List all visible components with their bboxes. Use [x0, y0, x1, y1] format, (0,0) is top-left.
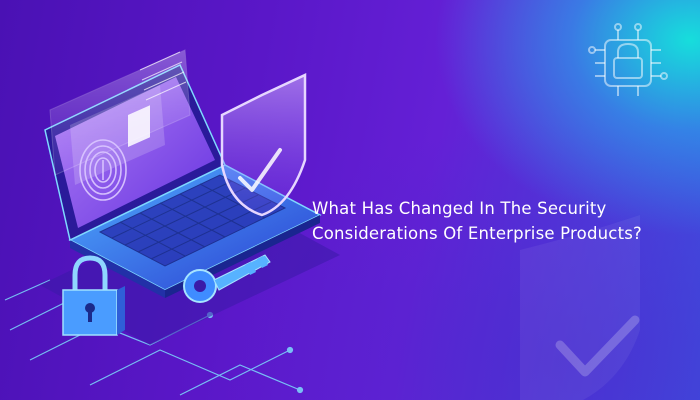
headline: What Has Changed In The Security Conside…	[312, 196, 642, 246]
padlock-icon	[62, 255, 125, 336]
floating-panels	[49, 49, 191, 185]
fingerprint-icon	[79, 139, 127, 201]
headline-line-1: What Has Changed In The Security	[312, 199, 607, 218]
background-shield-icon	[520, 215, 640, 400]
headline-line-2: Considerations Of Enterprise Products?	[312, 224, 642, 243]
chip-lock-icon	[588, 23, 668, 96]
key-icon	[183, 254, 271, 303]
shield-check-icon	[220, 73, 307, 217]
